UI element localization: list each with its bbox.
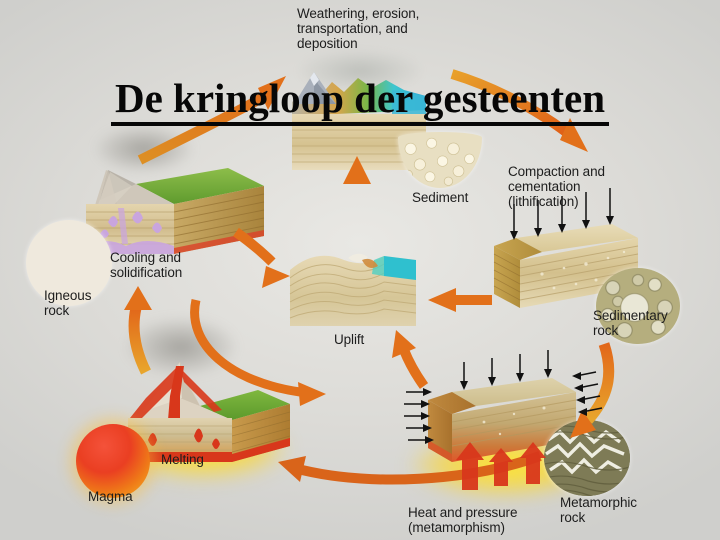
label-sediment: Sediment (412, 190, 469, 205)
label-heat-and-pressure: Heat and pressure (metamorphism) (408, 505, 518, 535)
magma-sphere (76, 424, 150, 498)
label-weathering: Weathering, erosion, transportation, and… (297, 6, 420, 51)
arrow-sedimentary-to-metamorphism (570, 342, 615, 438)
label-uplift: Uplift (334, 332, 365, 347)
page-title: De kringloop der gesteenten (0, 76, 720, 126)
sedimentary-rock-specimen (596, 268, 680, 344)
arrow-compaction-to-uplift (428, 288, 492, 312)
label-compaction: Compaction and cementation (lithificatio… (508, 164, 605, 209)
arrow-metamorphism-to-uplift (392, 330, 429, 389)
metamorphism-block (426, 374, 578, 474)
arrow-inner-cooling-to-uplift (233, 227, 290, 288)
arrow-igneous-to-weathering (137, 76, 286, 165)
label-igneous-rock: Igneous rock (44, 288, 92, 318)
igneous-rock-specimen (26, 220, 112, 306)
arrow-melting-to-cooling (124, 286, 152, 375)
label-metamorphic-rock: Metamorphic rock (560, 495, 637, 525)
melting-block (118, 352, 294, 476)
volcano-plume-icon (96, 126, 192, 172)
label-melting: Melting (161, 452, 204, 467)
arrow-uplift-up (343, 156, 371, 240)
label-cooling: Cooling and solidification (110, 250, 183, 280)
arrow-inner-melting-to-metamorphism (190, 299, 326, 406)
page-title-text: De kringloop der gesteenten (110, 76, 610, 126)
uplift-block (288, 246, 420, 332)
label-sedimentary-rock: Sedimentary rock (593, 308, 668, 338)
label-magma: Magma (88, 489, 133, 504)
arrow-metamorphic-to-melting (278, 451, 542, 485)
